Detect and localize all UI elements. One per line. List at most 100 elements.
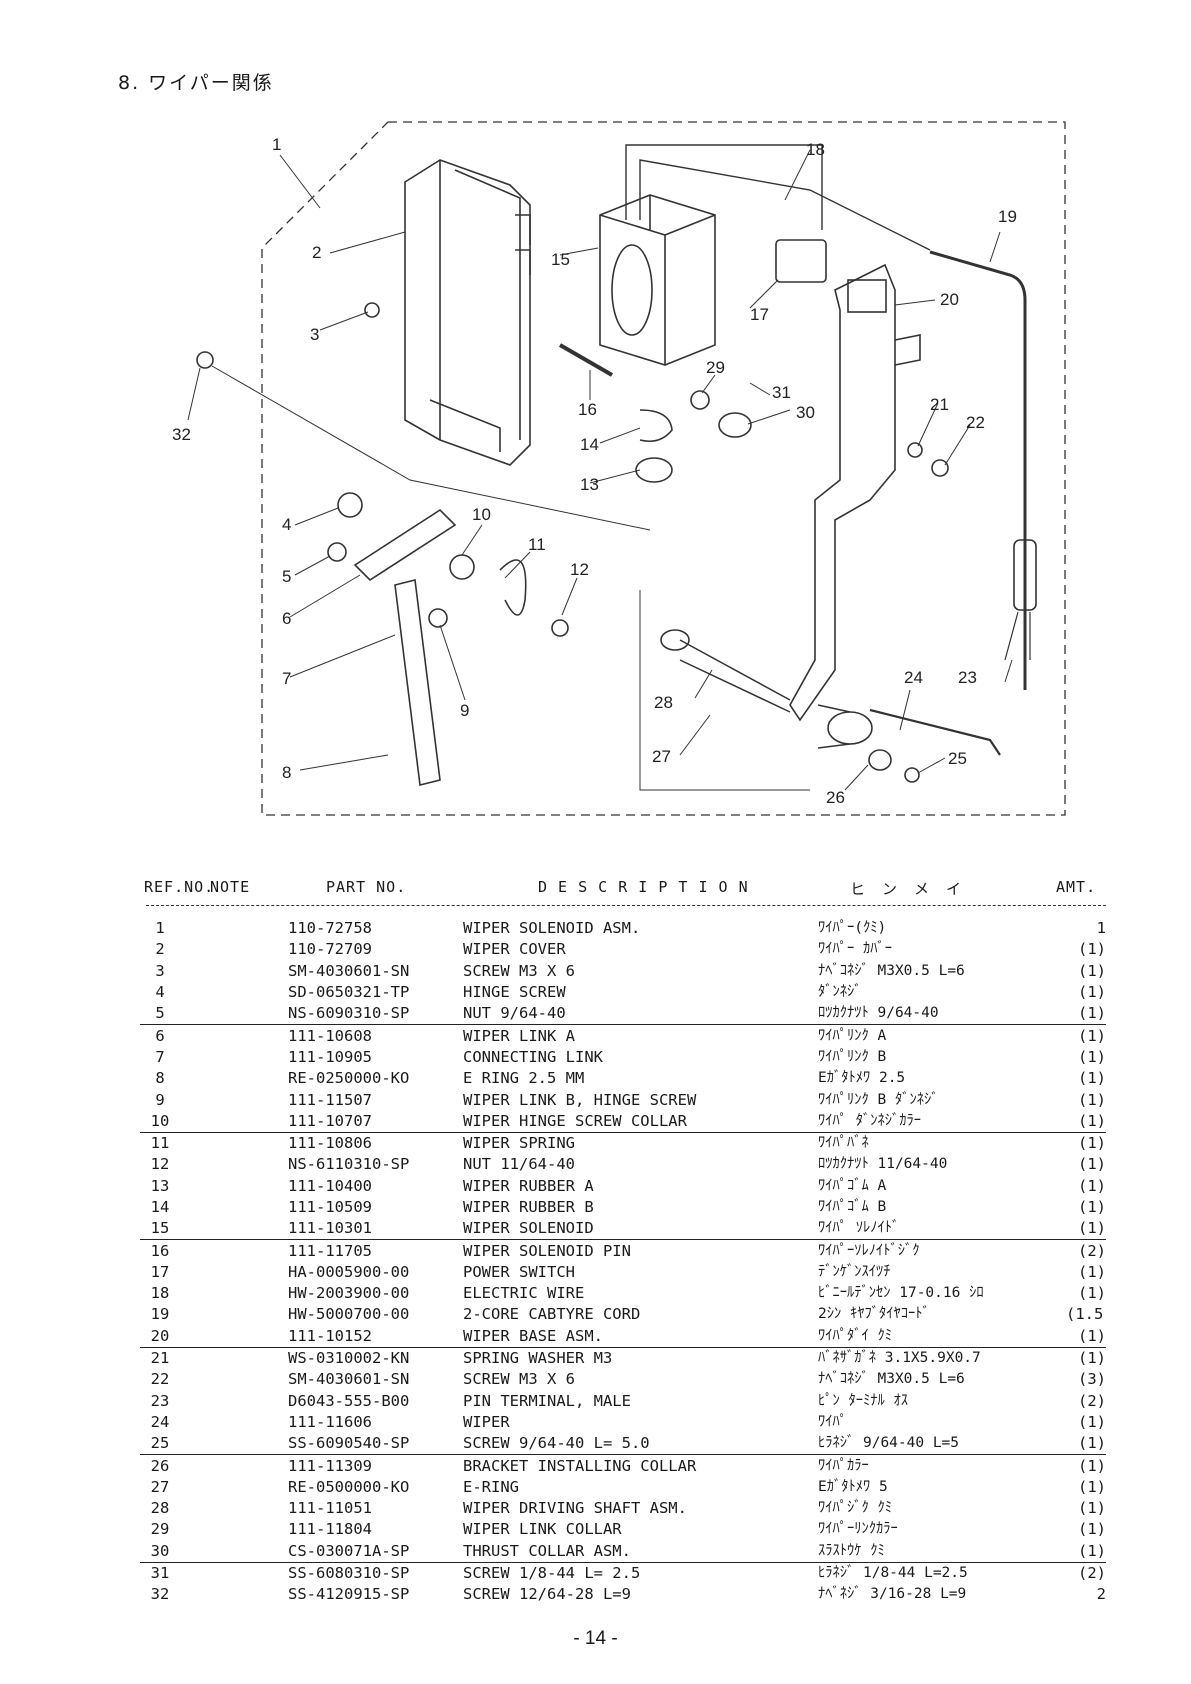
- part-note: [180, 1218, 288, 1241]
- part-kana: Eｶﾞﾀﾄﾒﾜ 5: [818, 1478, 888, 1495]
- part-kana: ﾜｲﾊﾟﾘﾝｸ B ﾀﾞﾝﾈｼﾞ: [818, 1091, 939, 1108]
- part-ref: 9: [155, 1090, 165, 1109]
- part-ref: 27: [150, 1477, 170, 1496]
- part-kana: ﾜｲﾊﾟ: [818, 1413, 847, 1430]
- callout-30: 30: [796, 403, 815, 422]
- part-amount: (1): [1078, 1155, 1106, 1174]
- part-amount: (3): [1078, 1370, 1106, 1389]
- part-number: 110-72709: [288, 940, 372, 959]
- part-number: 111-10509: [288, 1198, 372, 1216]
- part-kana: Eｶﾞﾀﾄﾒﾜ 2.5: [818, 1070, 906, 1087]
- part-kana: ﾋﾟﾝ ﾀｰﾐﾅﾙ ｵｽ: [818, 1392, 908, 1409]
- part-amount: (1): [1078, 1026, 1106, 1045]
- callout-17: 17: [750, 305, 769, 324]
- part-note: [180, 1176, 288, 1197]
- part-kana: ﾅﾍﾞｺﾈｼﾞ M3X0.5 L=6: [818, 962, 965, 979]
- part-note: [180, 1089, 288, 1110]
- part-ref: 29: [150, 1520, 170, 1539]
- part-number: SS-6080310-SP: [288, 1564, 410, 1583]
- part-description: ELECTRIC WIRE: [463, 1284, 585, 1303]
- section-title: 8. ワイパー関係: [118, 72, 274, 94]
- part-number: SM-4030601-SN: [288, 961, 410, 980]
- part-amount: (1): [1066, 1110, 1106, 1133]
- part-description: WIPER SOLENOID: [463, 1218, 818, 1241]
- callout-9: 9: [460, 701, 469, 720]
- part-ref: 8: [155, 1069, 165, 1088]
- part-description: WIPER HINGE SCREW COLLAR: [463, 1110, 818, 1133]
- part-note: [180, 1412, 288, 1433]
- part-number: HW-5000700-00: [288, 1305, 410, 1324]
- part-amount: (1): [1078, 1047, 1106, 1066]
- part-kana: ﾜｲﾊﾟｰ(ｸﾐ): [818, 920, 887, 937]
- part-amount: (1): [1066, 1540, 1106, 1563]
- part-number: 111-11705: [288, 1241, 372, 1260]
- callout-25: 25: [948, 749, 967, 768]
- header-divider: [146, 905, 1106, 906]
- part-note: [180, 1455, 288, 1477]
- exploded-parts-diagram: 1 2 3 4 5 6 7 8 9 10 11 12 13 14 15 16 1…: [172, 121, 1066, 816]
- part-amount: (1): [1078, 983, 1106, 1002]
- part-amount: (2): [1078, 1391, 1106, 1410]
- part-kana: ﾜｲﾊﾟ ｿﾚﾉｲﾄﾞ: [818, 1218, 1066, 1241]
- part-note: [180, 1477, 288, 1498]
- part-ref: 15: [140, 1218, 180, 1241]
- part-ref: 18: [150, 1284, 170, 1303]
- part-ref: 14: [150, 1198, 170, 1216]
- callout-16: 16: [578, 400, 597, 419]
- part-description: SCREW 12/64-28 L=9: [463, 1585, 631, 1604]
- callout-2: 2: [312, 243, 321, 262]
- part-note: [180, 1197, 288, 1218]
- part-description: WIPER BASE ASM.: [463, 1325, 818, 1348]
- part-ref: 21: [150, 1349, 170, 1368]
- part-ref: 3: [155, 961, 165, 980]
- callout-8: 8: [282, 763, 291, 782]
- part-kana: ﾋﾗﾈｼﾞ 9/64-40 L=5: [818, 1433, 1066, 1456]
- callout-14: 14: [580, 435, 599, 454]
- part-number: HW-2003900-00: [288, 1284, 410, 1303]
- part-ref: 31: [150, 1564, 170, 1583]
- header-part-no: PART NO.: [326, 878, 407, 896]
- part-kana: ﾜｲﾊﾟｰｿﾚﾉｲﾄﾞｼﾞｸ: [818, 1242, 920, 1259]
- callout-26: 26: [826, 788, 845, 807]
- part-amount: 2: [1096, 1585, 1106, 1604]
- part-amount: (1): [1078, 1134, 1106, 1153]
- part-description: HINGE SCREW: [463, 983, 566, 1002]
- part-description: WIPER: [463, 1412, 510, 1431]
- part-number: HA-0005900-00: [288, 1262, 410, 1281]
- part-note: [180, 1391, 288, 1412]
- part-ref: 20: [140, 1325, 180, 1348]
- part-note: [180, 918, 288, 939]
- part-kana: ｽﾗｽﾄｳｹ ｸﾐ: [818, 1540, 1066, 1563]
- part-note: [180, 1003, 288, 1026]
- part-ref: 17: [150, 1262, 170, 1281]
- part-ref: 19: [150, 1305, 170, 1324]
- part-number: 111-11051: [288, 1499, 372, 1518]
- part-number: 111-10905: [288, 1047, 372, 1066]
- part-description: WIPER LINK A: [463, 1026, 575, 1045]
- part-kana: ﾜｲﾊﾟﾊﾞﾈ: [818, 1135, 869, 1152]
- part-kana: ﾅﾍﾞﾈｼﾞ 3/16-28 L=9: [818, 1586, 967, 1603]
- part-description: THRUST COLLAR ASM.: [463, 1540, 818, 1563]
- part-description: WIPER RUBBER A: [463, 1176, 594, 1195]
- part-number: NS-6090310-SP: [288, 1003, 463, 1026]
- part-note: [180, 1562, 288, 1584]
- part-ref: 7: [155, 1047, 165, 1066]
- part-ref: 13: [150, 1176, 170, 1195]
- part-amount: (1): [1066, 1433, 1106, 1456]
- wiper-solenoid-part: [599, 194, 716, 366]
- part-number: SM-4030601-SN: [288, 1370, 410, 1389]
- part-note: [180, 1325, 288, 1348]
